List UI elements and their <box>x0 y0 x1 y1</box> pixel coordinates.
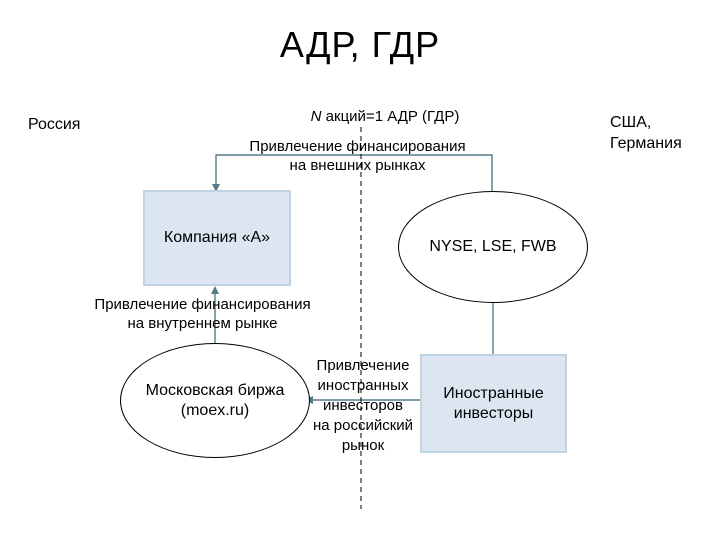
node-company-a-label: Компания «А» <box>163 229 271 246</box>
node-foreign-exchanges: NYSE, LSE, FWB <box>398 191 588 303</box>
region-label-usa-germany: США, Германия <box>610 112 682 154</box>
region-label-usa-line: США, <box>610 114 652 131</box>
ratio-note-text: акций=1 АДР (ГДР) <box>321 108 460 125</box>
label-attract-line4: на российский <box>312 417 414 434</box>
label-external-financing-line2: на внешних рынках <box>289 157 426 174</box>
connector-external-financing <box>215 154 493 193</box>
label-attract-line3: инвесторов <box>322 397 403 414</box>
node-foreign-investors-line2: инвесторы <box>453 404 534 422</box>
node-moscow-exchange-label: Московская биржа (moex.ru) <box>146 381 285 421</box>
label-domestic-financing-line1: Привлечение финансирования <box>94 296 311 313</box>
node-moscow-exchange-line1: Московская биржа <box>145 381 285 399</box>
label-external-financing: Привлечение финансирования на внешних ры… <box>230 137 485 175</box>
region-label-russia: Россия <box>28 116 81 133</box>
ratio-note: N акций=1 АДР (ГДР) <box>290 108 480 125</box>
node-foreign-investors-line1: Иностранные <box>443 384 544 402</box>
node-company-a: Компания «А» <box>143 190 291 286</box>
slide-title: АДР, ГДР <box>279 24 441 65</box>
node-foreign-investors: Иностранные инвесторы <box>420 354 567 453</box>
label-attract-line5: рынок <box>341 437 385 454</box>
label-attract-line1: Привлечение <box>316 357 410 374</box>
node-moscow-exchange-line2: (moex.ru) <box>180 401 250 419</box>
arrowhead-into-company-bottom <box>211 286 219 294</box>
label-domestic-financing-line2: на внутреннем рынке <box>127 315 278 332</box>
label-external-financing-line1: Привлечение финансирования <box>249 138 466 155</box>
node-foreign-investors-label: Иностранные инвесторы <box>443 384 543 424</box>
node-moscow-exchange: Московская биржа (moex.ru) <box>120 343 310 458</box>
ratio-note-n: N <box>310 108 322 125</box>
label-attract-line2: иностранных <box>317 377 409 394</box>
label-domestic-financing: Привлечение финансирования на внутреннем… <box>80 295 325 333</box>
label-attract-foreign-investors: Привлечение иностранных инвесторов на ро… <box>300 356 426 456</box>
node-foreign-exchanges-label: NYSE, LSE, FWB <box>429 238 557 255</box>
region-label-germany-line: Германия <box>610 135 682 152</box>
arrowhead-into-company-top <box>212 184 220 192</box>
